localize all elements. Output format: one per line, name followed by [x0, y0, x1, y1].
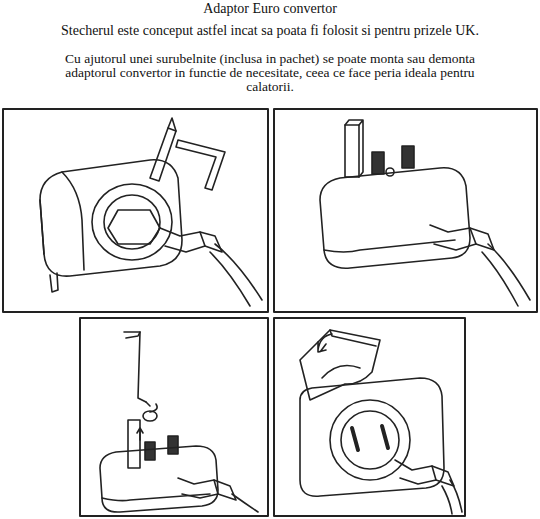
- adapter-with-tools: [40, 118, 262, 306]
- panel-frame: [80, 318, 268, 516]
- screw-removal: [100, 332, 258, 512]
- panel-frame: [274, 109, 537, 312]
- note-text: Cu ajutorul unei surubelnite (inclusa in…: [40, 52, 500, 94]
- panel-frame: [3, 109, 268, 312]
- note-text: Stecherul este conceput astfel incat sa …: [10, 23, 530, 39]
- panel-frame: [274, 318, 465, 516]
- uk-adapter: [320, 120, 530, 306]
- title-text: Adaptor Euro convertor: [0, 1, 540, 17]
- cover-opened: [300, 330, 462, 514]
